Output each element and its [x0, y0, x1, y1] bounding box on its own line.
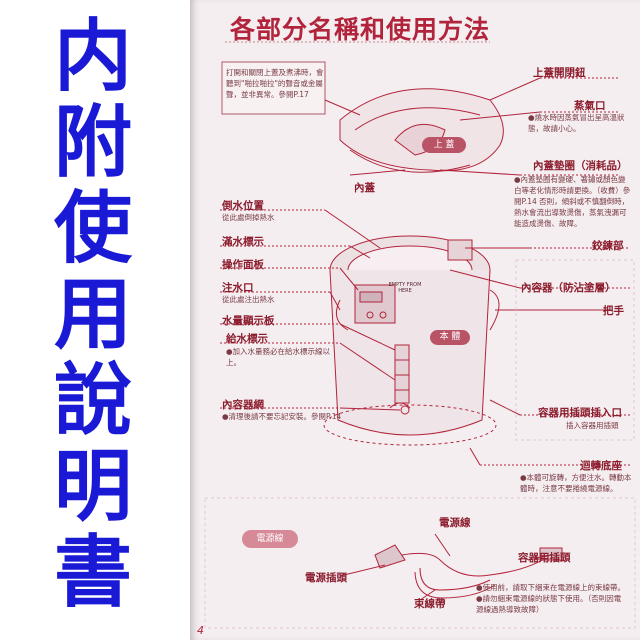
label-power-cord: 電源線	[439, 517, 471, 529]
banner-char: 書	[53, 528, 132, 618]
banner-char: 明	[53, 442, 132, 532]
warning-note: 打開和關閉上蓋及煮沸時，會聽到"啪拉啪拉"的聲音或金屬聲，並非異常。參閱P.17	[226, 68, 324, 99]
banner-char: 用	[53, 270, 132, 360]
label-inner-lid: 內蓋	[354, 182, 375, 194]
label-steam-vent: 蒸氣口	[574, 100, 606, 112]
label-cord-tie: 束線帶	[414, 598, 446, 610]
label-power-plug: 電源插頭	[305, 572, 347, 584]
banner-char: 附	[53, 98, 132, 188]
page-title: 各部分名稱和使用方法	[230, 15, 491, 44]
label-inner-container: 內容器（防沾塗層）	[521, 282, 616, 294]
note-plug-socket: 插入容器用插頭	[566, 421, 619, 430]
banner-char: 内	[53, 12, 132, 102]
badge-body: 本 體	[430, 330, 470, 345]
note-steam-vent: ●燒水時因蒸氣冒出呈高溫狀態，故請小心。	[528, 113, 625, 133]
label-level-display: 水量顯示板	[222, 315, 275, 327]
label-hinge: 鉸鍊部	[592, 240, 624, 252]
label-refill-mark: 給水標示	[226, 333, 268, 345]
label-appliance-plug: 容器用插頭	[518, 552, 571, 564]
label-lid-open-button: 上蓋開閉鈕	[533, 67, 586, 79]
label-spout: 注水口	[222, 282, 254, 294]
note-cord-tie: ●使用前，請取下綑束在電源線上的束線帶。●請勿綑束電源線的狀態下使用。（否則因電…	[476, 583, 626, 614]
label-handle: 把手	[603, 305, 624, 317]
note-spout: 從此處注出熱水	[222, 295, 275, 304]
badge-power-cord: 電源線	[242, 530, 298, 548]
page-number: 4	[197, 624, 204, 637]
label-plug-socket: 容器用插頭插入口	[538, 407, 622, 419]
label-pour-position: 倒水位置	[222, 200, 264, 212]
label-filter: 內容器網	[222, 399, 264, 411]
note-refill: ●加入水量務必在給水標示線以上。	[226, 347, 331, 367]
note-swivel-base: ●本體可旋轉，方便注水。轉動本體時，注意不要捲繞電源線。	[520, 473, 632, 493]
label-gasket: 內蓋墊圈（消耗品）	[533, 160, 628, 172]
label-empty-from-here: EMPTY FROM HERE	[388, 282, 422, 294]
banner-char: 使	[53, 184, 132, 274]
label-full-mark: 滿水標示	[222, 236, 264, 248]
badge-lid: 上 蓋	[422, 137, 466, 153]
note-filter: ●清理後請不要忘記安裝。參閱P.14	[222, 412, 342, 421]
vertical-banner: 内 附 使 用 說 明 書	[0, 0, 190, 640]
label-swivel-base: 迴轉底座	[580, 460, 622, 472]
note-pour-position: 從此處倒掉熱水	[222, 213, 275, 222]
product-illustration	[204, 41, 636, 629]
banner-char: 說	[53, 356, 132, 446]
note-gasket: ●內蓋墊圈有變硬、著鏽或顏色變白等老化情形時請更換。（收費）參閱P.14 否則，…	[514, 175, 631, 228]
label-control-panel: 操作面板	[222, 259, 264, 271]
